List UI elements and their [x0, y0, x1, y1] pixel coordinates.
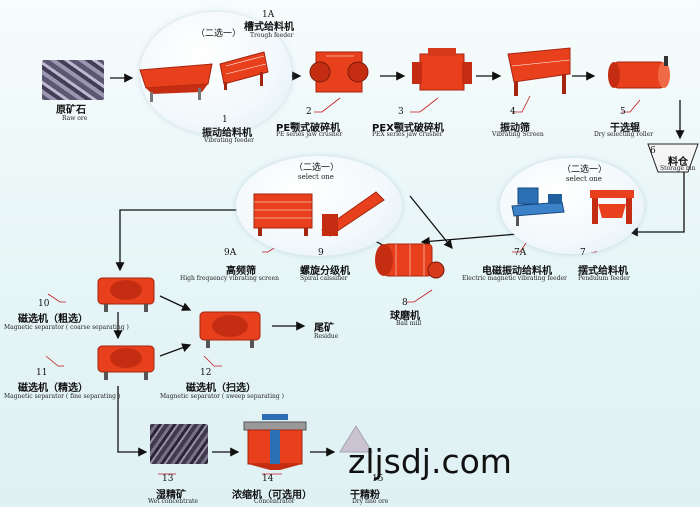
station-7a-number: 7A	[514, 248, 527, 258]
dry-selecting-roller-machine	[608, 56, 670, 89]
choose-label-middle: （二选一）	[294, 163, 340, 173]
station-10-label: 磁选机（粗选）	[18, 314, 88, 325]
arrow-feeder-to-mill	[420, 232, 531, 246]
station-2-label-en: PE series jaw crusher	[276, 131, 343, 138]
station-2-label: PE颚式破碎机	[276, 123, 341, 134]
dry-fine-ore-pile	[339, 425, 373, 453]
station-1-label-en: Vibrating feeder	[204, 137, 254, 144]
station-7-label: 摆式给料机	[578, 266, 628, 277]
station-6-label-en: Storage bin	[660, 165, 696, 172]
station-6-label: 料仓	[668, 157, 688, 168]
station-7a-label-en: Electric magnetic vibrating feeder	[462, 275, 567, 282]
station-15-label-en: Dry fine ore	[352, 498, 389, 505]
station-15-number: 15	[372, 474, 384, 484]
station-11-label-en: Magnetic separator ( fine separating )	[4, 393, 121, 400]
station-14-label-en: Concentrator	[254, 498, 295, 505]
concentrator-machine	[243, 414, 307, 470]
station-9-label-en: Spiral calssifier	[300, 275, 348, 282]
electromagnetic-feeder-machine	[511, 187, 565, 226]
station-3-label: PEX颚式破碎机	[372, 123, 444, 134]
choose-label-right-en: select one	[566, 175, 602, 183]
arrow-mag10-to-mag12	[159, 295, 192, 311]
station-5-label-en: Dry selecting roller	[594, 131, 654, 138]
watermark-text: zljsdj.com	[348, 442, 512, 481]
station-7-number: 7	[580, 248, 586, 258]
magnetic-separator-coarse-machine	[97, 277, 155, 312]
station-12-number: 12	[200, 368, 212, 378]
station-5-number: 5	[620, 107, 626, 117]
station-13-label: 湿精矿	[156, 490, 186, 501]
station-9a-number: 9A	[224, 248, 237, 258]
station-2-number: 2	[306, 107, 312, 117]
station-12-label: 磁选机（扫选）	[186, 383, 256, 394]
station-11-label: 磁选机（精选）	[18, 383, 88, 394]
station-15-label: 干精粉	[350, 490, 380, 501]
choose-label-top: （二选一）	[196, 29, 242, 39]
station-12-label-en: Magnetic separator ( sweep separating )	[160, 393, 284, 400]
station-9-number: 9	[318, 248, 324, 258]
trough-feeder-machine	[219, 51, 269, 90]
vibrating-feeder-machine	[139, 63, 213, 102]
station-1-number: 1	[222, 115, 228, 125]
station-5-label: 干选辊	[610, 123, 640, 134]
arrow-bin-to-feeders	[628, 168, 685, 237]
leader-lines	[45, 35, 641, 475]
station-11-number: 11	[36, 368, 48, 378]
station-3-number: 3	[398, 107, 404, 117]
wet-concentrate-image	[150, 424, 208, 464]
station-8-label-en: Ball mill	[396, 320, 422, 327]
station-1-label: 振动给料机	[202, 128, 252, 139]
station-7-label-en: Pendulum feeder	[578, 275, 630, 282]
pe-jaw-crusher-machine	[309, 51, 369, 93]
pendulum-feeder-machine	[590, 190, 634, 224]
station-4-label: 振动筛	[500, 123, 530, 134]
arrow-mag11-to-mag12	[159, 343, 192, 357]
storage-bin-shape	[647, 143, 699, 173]
station-1a-number: 1A	[262, 10, 275, 20]
raw-ore-label-en: Raw ore	[62, 115, 88, 122]
station-9a-label: 高频筛	[226, 266, 256, 277]
station-7a-label: 电磁振动给料机	[482, 266, 552, 277]
pex-jaw-crusher-machine	[412, 48, 472, 91]
station-9a-label-en: High frequency vibrating screen	[180, 275, 279, 282]
station-14-label: 浓缩机（可选用）	[232, 490, 312, 501]
station-10-number: 10	[38, 299, 50, 309]
choose-label-right: （二选一）	[562, 165, 608, 175]
arrow-screen-to-mill	[409, 195, 453, 250]
station-13-label-en: Wet concentrate	[148, 498, 198, 505]
choose-label-middle-en: select one	[298, 173, 334, 181]
spiral-classifier-machine	[321, 191, 385, 237]
station-14-number: 14	[262, 474, 274, 484]
station-9-label: 螺旋分级机	[300, 266, 350, 277]
raw-ore-image	[42, 60, 104, 100]
station-6-number: 6	[650, 146, 656, 156]
arrow-mag11-to-wet	[117, 386, 148, 457]
station-10-label-en: Magnetic separator ( coarse separating )	[4, 324, 129, 331]
residue-label: 尾矿	[314, 323, 334, 334]
raw-ore-label: 原矿石	[56, 105, 86, 116]
high-frequency-screen-machine	[253, 193, 313, 236]
station-4-number: 4	[510, 107, 516, 117]
station-1a-label-en: Trough feeder	[250, 32, 294, 39]
magnetic-separator-fine-machine	[97, 345, 155, 380]
station-8-number: 8	[402, 298, 408, 308]
magnetic-separator-sweep-machine	[199, 311, 261, 348]
station-1a-label: 槽式给料机	[244, 22, 294, 33]
vibrating-screen-machine	[507, 47, 571, 96]
station-3-label-en: PEX series jaw crusher	[372, 131, 443, 138]
arrow-classifier-to-mag10	[115, 209, 252, 272]
station-13-number: 13	[162, 474, 174, 484]
ball-mill-machine	[375, 243, 445, 279]
station-4-label-en: Vibrating Screen	[492, 131, 544, 138]
residue-label-en: Residue	[314, 333, 339, 340]
station-8-label: 球磨机	[390, 311, 420, 322]
